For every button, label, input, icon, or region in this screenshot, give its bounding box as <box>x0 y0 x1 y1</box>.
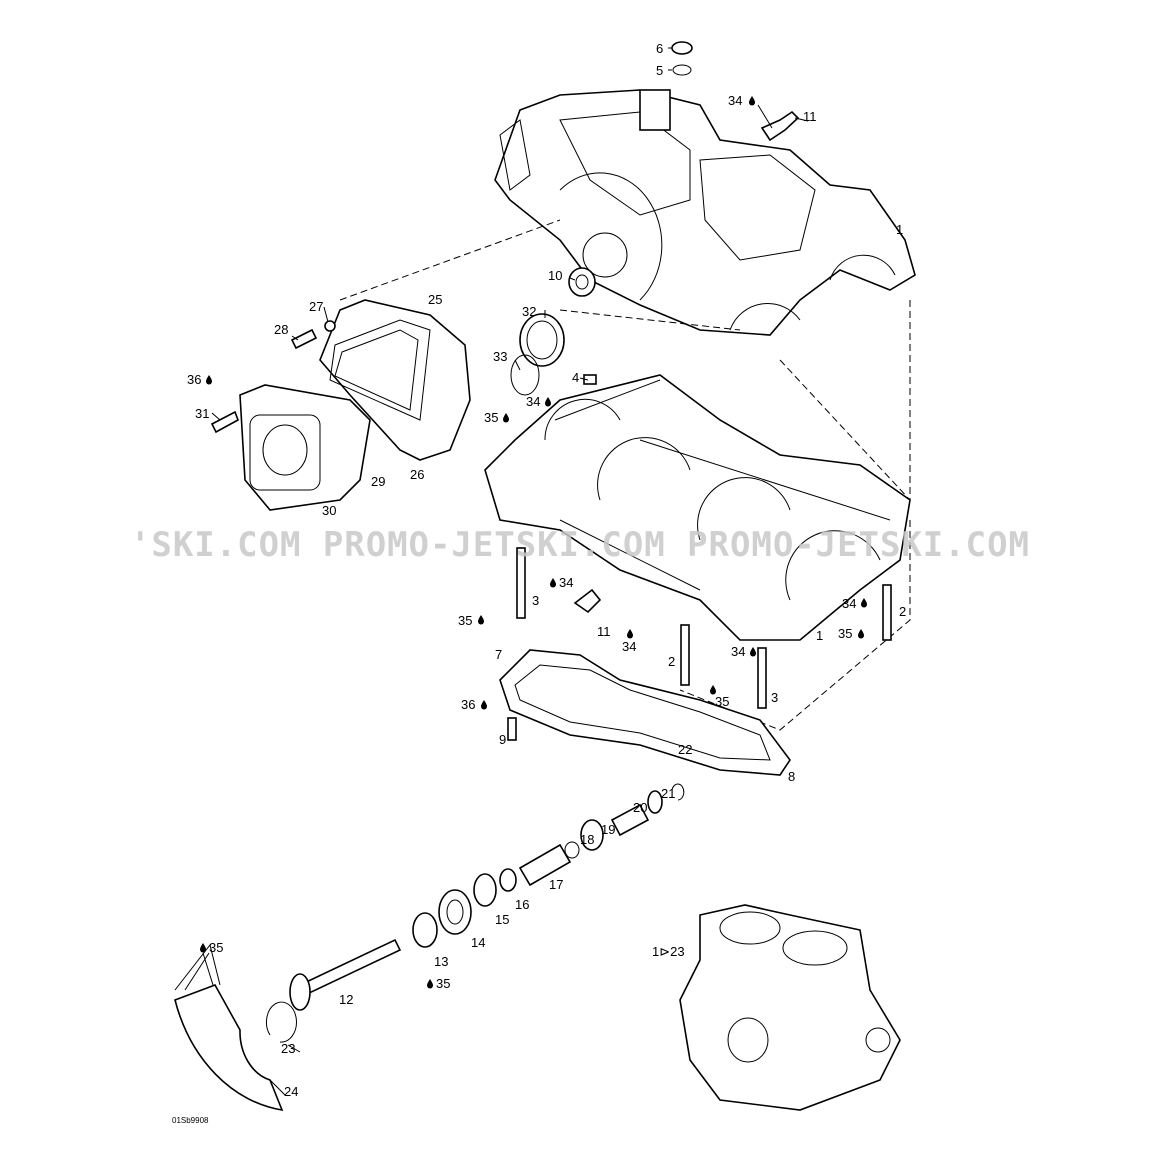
callout-34: 34 <box>731 644 745 659</box>
callout-34: 34 <box>559 575 573 590</box>
callout-25: 25 <box>428 292 442 307</box>
watermark: 'SKI.COM PROMO-JETSKI.COM PROMO-JETSKI.C… <box>130 525 1030 565</box>
callout-19: 19 <box>601 822 615 837</box>
callout-24: 24 <box>284 1084 298 1099</box>
callout-9: 9 <box>499 732 506 747</box>
oil-drop-icon <box>858 629 864 639</box>
callout-20: 20 <box>633 800 647 815</box>
upper-crankcase <box>494 89 916 336</box>
callout-34: 34 <box>842 596 856 611</box>
callout-4: 4 <box>572 370 579 385</box>
callout-1: 1 <box>896 222 903 237</box>
callout-35: 35 <box>715 694 729 709</box>
callouts: 6 5 34 11 1 10 27 25 28 32 33 36 4 34 35… <box>172 41 906 1125</box>
drive-shaft-assembly <box>289 783 685 1011</box>
elbow-fitting <box>760 110 800 142</box>
oil-cap <box>671 41 693 76</box>
oil-drop-icon <box>478 615 484 625</box>
callout-31: 31 <box>195 406 209 421</box>
small-screws <box>210 320 336 434</box>
oil-drop-icon <box>481 700 487 710</box>
callout-17: 17 <box>549 877 563 892</box>
callout-34: 34 <box>622 639 636 654</box>
callout-23: 23 <box>281 1041 295 1056</box>
callout-8: 8 <box>788 769 795 784</box>
callout-3: 3 <box>771 690 778 705</box>
callout-11: 11 <box>597 624 611 639</box>
oil-drop-icon <box>749 96 755 106</box>
callout-35: 35 <box>484 410 498 425</box>
drive-gear-24 <box>174 943 284 1112</box>
oil-drop-icon <box>627 629 633 639</box>
callout-36: 36 <box>461 697 475 712</box>
callout-35: 35 <box>209 940 223 955</box>
callout-35: 35 <box>838 626 852 641</box>
oil-drop-icon <box>200 943 206 953</box>
callout-7: 7 <box>495 647 502 662</box>
callout-21: 21 <box>661 786 675 801</box>
callout-34: 34 <box>728 93 742 108</box>
seal-32 <box>510 313 565 396</box>
oil-drop-icon <box>550 578 556 588</box>
callout-12: 12 <box>339 992 353 1007</box>
callout-10: 10 <box>548 268 562 283</box>
callout-27: 27 <box>309 299 323 314</box>
oil-drop-icon <box>427 979 433 989</box>
callout-14: 14 <box>471 935 485 950</box>
callout-28: 28 <box>274 322 288 337</box>
callout-35: 35 <box>458 613 472 628</box>
callout-29: 29 <box>371 474 385 489</box>
callout-1-to-23: 1⊳23 <box>652 944 685 959</box>
callout-1: 1 <box>816 628 823 643</box>
seal-10 <box>568 267 596 297</box>
callout-2: 2 <box>668 654 675 669</box>
diagram-code: 01Sb9908 <box>172 1116 209 1125</box>
callout-34: 34 <box>526 394 540 409</box>
oil-drop-icon <box>503 413 509 423</box>
leader-lines <box>184 47 809 1096</box>
crankcase-gasket <box>499 649 791 776</box>
studs <box>516 547 892 709</box>
callout-16: 16 <box>515 897 529 912</box>
oil-drop-icon <box>545 397 551 407</box>
circlip-23 <box>265 1001 297 1043</box>
callout-26: 26 <box>410 467 424 482</box>
screw-9 <box>507 717 517 741</box>
callout-5: 5 <box>656 63 663 78</box>
callout-11: 11 <box>803 109 817 124</box>
callout-33: 33 <box>493 349 507 364</box>
callout-22: 22 <box>678 742 692 757</box>
rotary-valve-cover <box>319 299 471 461</box>
callout-30: 30 <box>322 503 336 518</box>
callout-18: 18 <box>580 832 594 847</box>
callout-3: 3 <box>532 593 539 608</box>
callout-32: 32 <box>522 304 536 319</box>
oil-drop-icon <box>861 598 867 608</box>
callout-2: 2 <box>899 604 906 619</box>
oil-drop-icon <box>206 375 212 385</box>
intake-adapter <box>239 384 371 511</box>
assembled-engine-thumbnail <box>679 904 901 1111</box>
callout-13: 13 <box>434 954 448 969</box>
callout-15: 15 <box>495 912 509 927</box>
callout-35: 35 <box>436 976 450 991</box>
lower-crankcase <box>484 374 911 641</box>
callout-6: 6 <box>656 41 663 56</box>
callout-36: 36 <box>187 372 201 387</box>
oil-drop-icon <box>750 647 756 657</box>
